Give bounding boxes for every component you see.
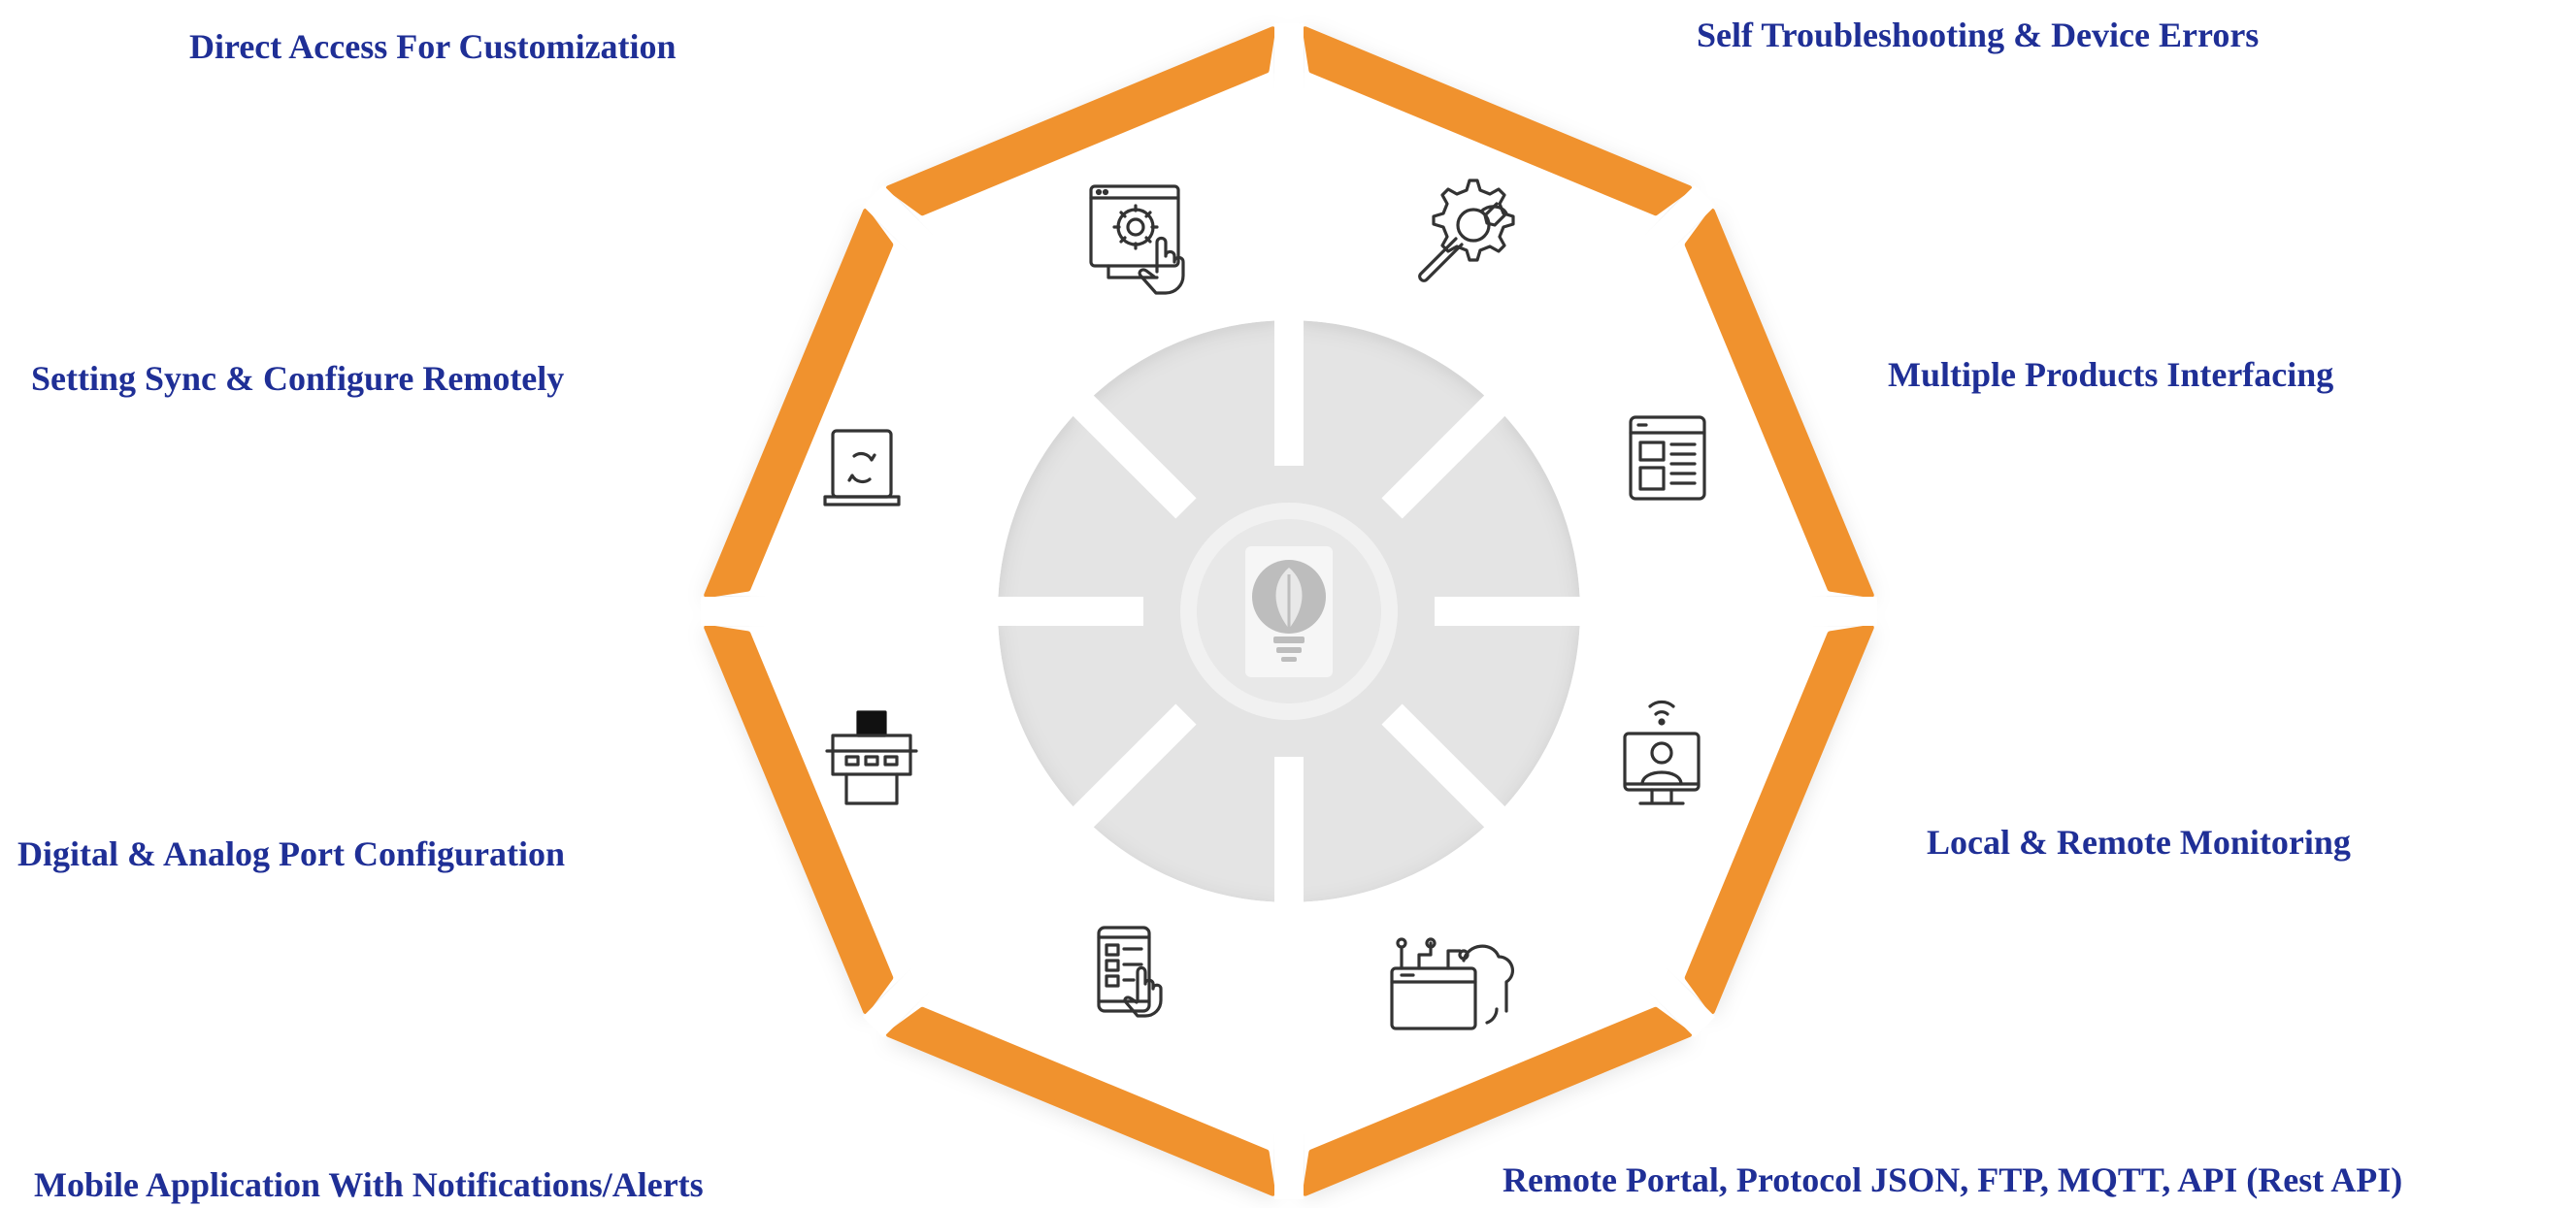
segment-separator	[862, 184, 1197, 519]
settings-monitor-touch-icon	[1089, 184, 1185, 295]
segment-accent-self-troubleshooting	[1302, 26, 1693, 216]
segment-accent-setting-sync	[704, 208, 894, 599]
label-remote-portal: Remote Portal, Protocol JSON, FTP, MQTT,…	[1503, 1160, 2403, 1199]
label-self-troubleshooting: Self Troubleshooting & Device Errors	[1697, 16, 2260, 54]
segment-wedge-direct-access	[888, 29, 1281, 401]
separators-layer	[701, 23, 1877, 1199]
segment-wedge-self-troubleshooting	[1297, 29, 1690, 401]
laptop-sync-icon	[823, 429, 901, 506]
label-setting-sync: Setting Sync & Configure Remotely	[31, 359, 565, 398]
segment-wedge-digital-analog-port	[707, 619, 1078, 1012]
monitor-person-wifi-icon	[1623, 700, 1701, 805]
segment-separator	[862, 703, 1197, 1038]
label-direct-access: Direct Access For Customization	[189, 27, 677, 66]
segment-accent-local-remote-monitoring	[1684, 624, 1874, 1015]
label-multiple-products: Multiple Products Interfacing	[1888, 355, 2334, 394]
browser-window-icon	[1629, 415, 1706, 501]
segment-accent-multiple-products	[1684, 208, 1874, 599]
mobile-touch-icon	[1097, 926, 1163, 1018]
segments-layer	[704, 26, 1874, 1196]
segment-wedge-setting-sync	[707, 211, 1078, 604]
segment-wedge-local-remote-monitoring	[1500, 619, 1871, 1012]
gear-wrench-icon	[1418, 179, 1515, 282]
segment-wedge-multiple-products	[1500, 211, 1871, 604]
segment-separator	[1381, 184, 1716, 519]
segment-wedge-remote-portal	[1297, 822, 1690, 1193]
segment-wedge-mobile-application	[888, 822, 1281, 1193]
lightbulb-leaf-icon	[1252, 560, 1326, 662]
label-local-remote-monitoring: Local & Remote Monitoring	[1927, 823, 2351, 862]
segment-separator	[1381, 703, 1716, 1038]
label-digital-analog-port: Digital & Analog Port Configuration	[17, 834, 565, 873]
segment-accent-remote-portal	[1302, 1006, 1693, 1196]
segment-accent-direct-access	[885, 26, 1276, 216]
cloud-circuit-window-icon	[1390, 937, 1515, 1030]
segment-accent-mobile-application	[885, 1006, 1276, 1196]
label-mobile-application: Mobile Application With Notifications/Al…	[34, 1165, 704, 1204]
port-connector-icon	[825, 710, 918, 805]
segment-accent-digital-analog-port	[704, 624, 894, 1015]
